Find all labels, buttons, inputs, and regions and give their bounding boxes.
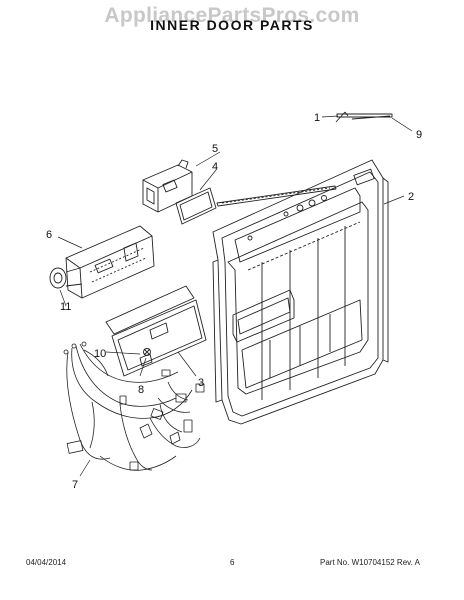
part-control-panel <box>105 285 207 377</box>
part-wire-harness <box>63 341 205 471</box>
watermark: AppliancePartsPros.com <box>104 4 360 27</box>
callout-10: 10 <box>94 348 106 360</box>
part-knob <box>49 267 83 289</box>
part-control-housing <box>65 225 155 299</box>
callout-11: 11 <box>60 301 71 313</box>
part-inner-door <box>212 159 389 425</box>
callout-3: 3 <box>198 377 204 389</box>
callout-5: 5 <box>212 143 218 155</box>
part-dispenser-gasket <box>175 187 217 225</box>
footer-page-number: 6 <box>230 558 235 567</box>
page-title: INNER DOOR PARTS <box>150 17 314 33</box>
part-dispenser <box>142 159 193 213</box>
footer-date: 04/04/2014 <box>26 558 67 567</box>
callout-8: 8 <box>138 384 144 396</box>
callout-6: 6 <box>46 229 52 241</box>
part-trim-strip <box>335 111 393 123</box>
callout-9: 9 <box>416 129 422 141</box>
part-vent-strip <box>216 185 337 207</box>
callout-2: 2 <box>408 191 414 203</box>
callout-4: 4 <box>212 161 218 173</box>
footer-part-number: Part No. W10704152 Rev. A <box>320 558 420 567</box>
callout-7: 7 <box>72 479 78 491</box>
part-screw <box>139 348 153 367</box>
callout-1: 1 <box>314 112 320 124</box>
leader-lines <box>57 115 413 477</box>
